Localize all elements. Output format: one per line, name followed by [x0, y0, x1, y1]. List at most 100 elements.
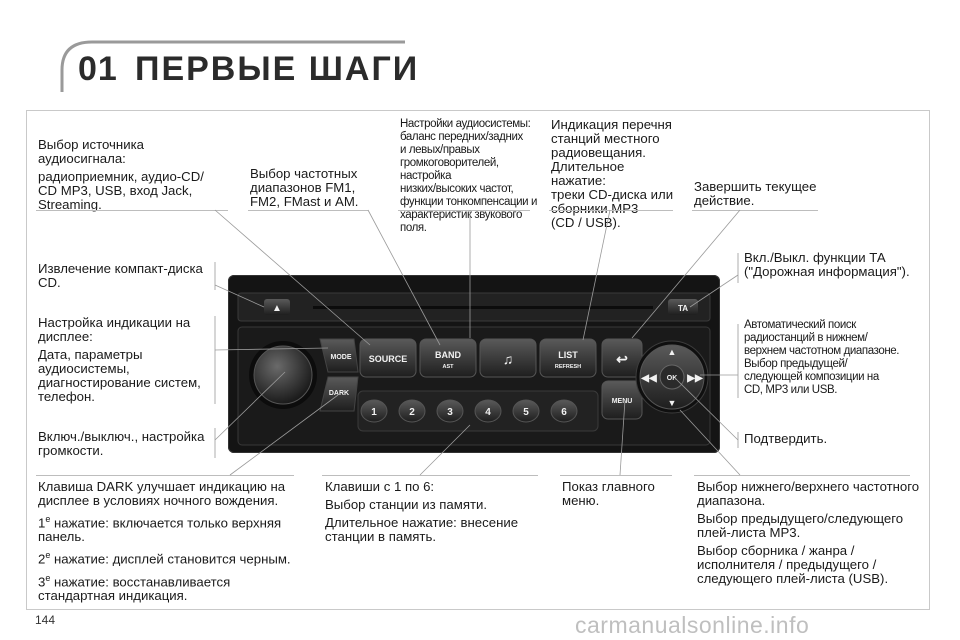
label-text: Завершить текущее действие. — [694, 179, 817, 208]
dark-item-text: нажатие: включается только верхняя панел… — [38, 515, 282, 545]
mode-label: MODE — [331, 354, 352, 361]
divider — [36, 210, 228, 211]
radio-head-unit: ▲ TA MODE DARK SOURCE BAND AST — [228, 275, 720, 453]
ordinal: 2 — [38, 551, 46, 567]
preset-button-6[interactable]: 6 — [550, 399, 578, 423]
divider — [248, 210, 368, 211]
watermark: carmanualsonline.info — [575, 612, 810, 638]
chapter-number: 01 — [78, 50, 118, 88]
divider — [560, 475, 672, 476]
label-text: Выбор источника аудиосигнала: — [38, 137, 144, 166]
ordinal-suffix: е — [45, 572, 51, 583]
band-label: BAND — [435, 350, 461, 360]
label-eject: Извлечение компакт-диска CD. — [38, 262, 218, 294]
ta-label: TA — [678, 304, 688, 313]
ok-button[interactable]: OK — [659, 364, 685, 390]
label-text: Включ./выключ., настройка громкости. — [38, 429, 205, 458]
label-text: Выбор предыдущего/следующего плей-листа … — [697, 511, 904, 540]
label-text: Клавиша DARK улучшает индикацию на диспл… — [38, 479, 286, 508]
label-text: Дата, параметры аудиосистемы, диагностир… — [38, 347, 201, 404]
fast-forward-icon[interactable]: ▶▶ — [686, 373, 704, 384]
dark-item: 3е нажатие: восстанавливается стандартна… — [38, 571, 308, 603]
preset-label: 6 — [561, 407, 567, 418]
rewind-icon[interactable]: ◀◀ — [640, 373, 657, 384]
divider — [694, 475, 910, 476]
divider — [36, 475, 294, 476]
up-arrow-icon[interactable]: ▲ — [668, 347, 677, 357]
preset-button-4[interactable]: 4 — [474, 399, 502, 423]
label-main-menu: Показ главного меню. — [562, 480, 682, 512]
label-source-select: Выбор источника аудиосигнала: радиоприем… — [38, 138, 228, 216]
ta-button[interactable]: TA — [668, 299, 698, 315]
divider — [692, 210, 818, 211]
label-dark-key: Клавиша DARK улучшает индикацию на диспл… — [38, 480, 308, 607]
volume-knob[interactable] — [249, 341, 317, 409]
dark-item: 2е нажатие: дисплей становится черным. — [38, 548, 308, 566]
preset-button-3[interactable]: 3 — [436, 399, 464, 423]
dark-item-text: нажатие: дисплей становится черным. — [50, 551, 291, 567]
label-confirm: Подтвердить. — [744, 432, 904, 450]
music-note-icon: ♫ — [503, 351, 514, 367]
radio-faceplate: ▲ TA MODE DARK SOURCE BAND AST — [237, 292, 711, 446]
preset-label: 3 — [447, 407, 453, 418]
preset-label: 2 — [409, 407, 415, 418]
label-text: Клавиши с 1 по 6: — [325, 479, 435, 494]
content-frame — [26, 110, 930, 610]
label-text: Настройка индикации на дисплее: — [38, 315, 191, 344]
label-text: Показ главного меню. — [562, 479, 655, 508]
label-ta-toggle: Вкл./Выкл. функции ТА ("Дорожная информа… — [744, 251, 934, 283]
preset-label: 5 — [523, 407, 529, 418]
ordinal-suffix: е — [45, 550, 51, 561]
label-text: Подтвердить. — [744, 431, 828, 446]
label-power-volume: Включ./выключ., настройка громкости. — [38, 430, 218, 462]
page-number: 144 — [35, 613, 56, 627]
label-text: Длительное нажатие: внесение станции в п… — [325, 515, 519, 544]
label-text: Вкл./Выкл. функции ТА ("Дорожная информа… — [744, 250, 910, 279]
ordinal: 3 — [38, 574, 46, 590]
dark-item-text: нажатие: восстанавливается стандартная и… — [38, 574, 231, 604]
ordinal-suffix: е — [45, 514, 51, 524]
label-text: Извлечение компакт-диска CD. — [38, 261, 203, 290]
dark-item: 1е нажатие: включается только верхняя па… — [38, 512, 308, 544]
label-station-list: Индикация перечня станций местного радио… — [551, 118, 681, 234]
divider — [549, 210, 673, 211]
label-text: радиоприемник, аудио-CD/ CD MP3, USB, вх… — [38, 169, 204, 212]
preset-button-2[interactable]: 2 — [398, 399, 426, 423]
menu-label: MENU — [612, 398, 633, 405]
label-finish-action: Завершить текущее действие. — [694, 180, 824, 212]
label-display-settings: Настройка индикации на дисплее: Дата, па… — [38, 316, 218, 408]
preset-label: 1 — [371, 407, 377, 418]
header-decoration — [60, 40, 405, 92]
ordinal: 1 — [38, 515, 46, 531]
source-button[interactable]: SOURCE — [359, 338, 417, 378]
ok-label: OK — [667, 375, 678, 382]
preset-button-5[interactable]: 5 — [512, 399, 540, 423]
dark-label: DARK — [329, 390, 349, 397]
label-text: Выбор частотных диапазонов FM1, FM2, FMa… — [250, 166, 359, 209]
down-arrow-icon[interactable]: ▼ — [668, 398, 677, 408]
label-text: Выбор сборника / жанра / исполнителя / п… — [697, 543, 889, 586]
list-refresh-button[interactable]: LIST REFRESH — [539, 338, 597, 378]
label-text: Индикация перечня станций местного радио… — [551, 117, 674, 230]
chapter-title: ПЕРВЫЕ ШАГИ — [135, 50, 420, 88]
audio-settings-button[interactable]: ♫ — [479, 338, 537, 378]
preset-label: 4 — [485, 407, 491, 418]
label-text: Выбор нижнего/верхнего частотного диапаз… — [697, 479, 920, 508]
eject-button[interactable]: ▲ — [264, 299, 290, 315]
preset-button-1[interactable]: 1 — [360, 399, 388, 423]
return-arrow-icon: ↩ — [616, 351, 628, 367]
source-label: SOURCE — [369, 354, 408, 364]
ast-label: AST — [443, 364, 455, 370]
band-ast-button[interactable]: BAND AST — [419, 338, 477, 378]
label-preset-keys: Клавиши с 1 по 6: Выбор станции из памят… — [325, 480, 545, 548]
list-label: LIST — [558, 350, 578, 360]
label-text: Настройки аудиосистемы: баланс передних/… — [400, 118, 538, 234]
divider — [322, 475, 538, 476]
chapter-header: 01 ПЕРВЫЕ ШАГИ — [0, 0, 960, 98]
refresh-label: REFRESH — [555, 364, 581, 370]
cd-slot — [313, 306, 653, 309]
label-range-select: Выбор нижнего/верхнего частотного диапаз… — [697, 480, 927, 590]
eject-icon: ▲ — [272, 303, 282, 314]
label-auto-search: Автоматический поиск радиостанций в нижн… — [744, 319, 934, 401]
menu-button[interactable]: MENU — [601, 380, 643, 420]
